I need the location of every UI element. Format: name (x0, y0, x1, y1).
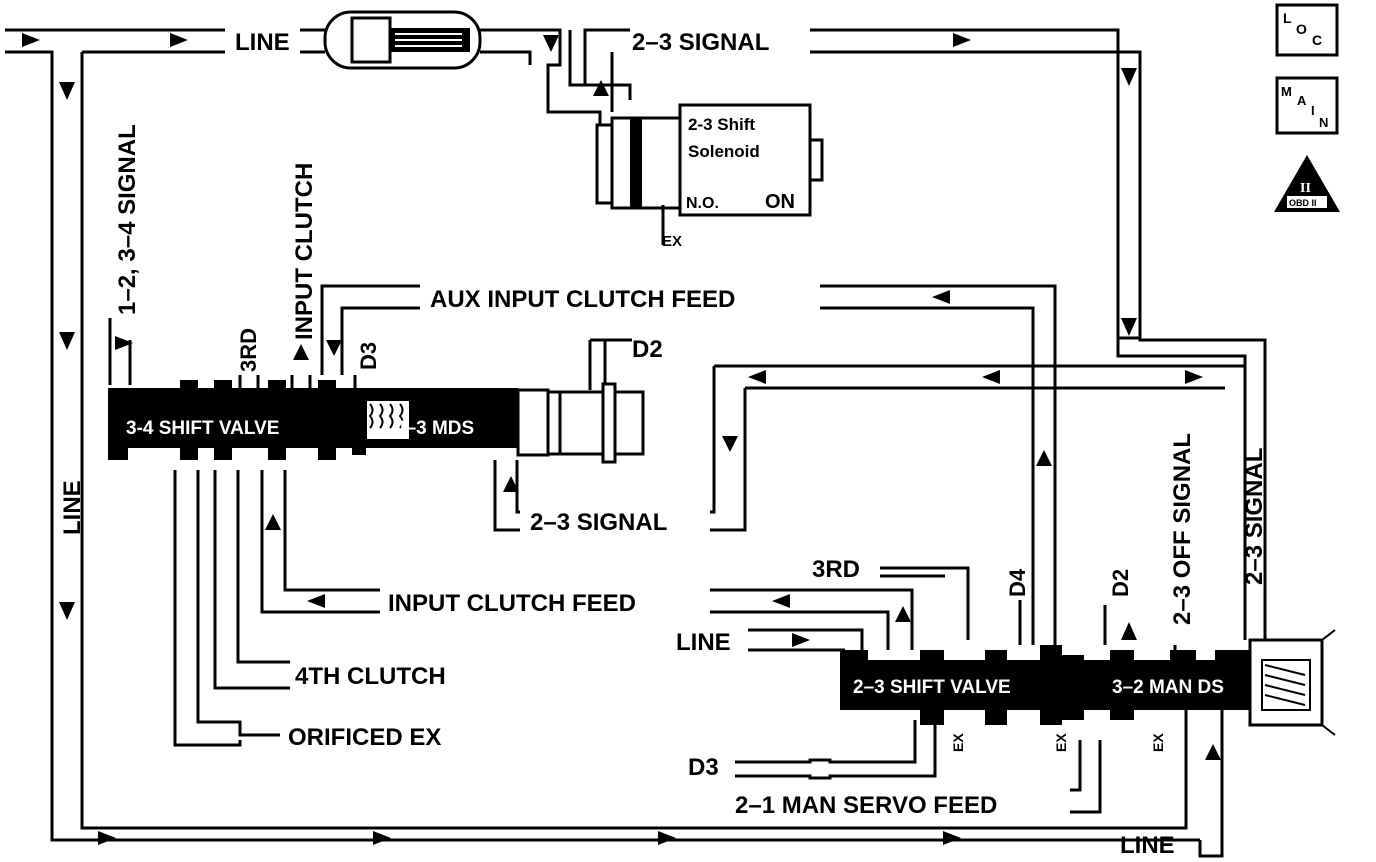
svg-text:M: M (1281, 84, 1292, 99)
d4-label: D4 (1005, 568, 1030, 597)
obd-badge: II OBD II (1274, 155, 1340, 212)
line-top-label: LINE (235, 29, 290, 56)
fourth-clutch-label: 4TH CLUTCH (295, 663, 446, 690)
valve-23-assembly: 2–3 SHIFT VALVE 3–2 MAN DS (840, 629, 1336, 736)
aux-feed-label: AUX INPUT CLUTCH FEED (430, 286, 735, 313)
man-ds-32-label: 3–2 MAN DS (1112, 677, 1224, 698)
filter-assembly (300, 10, 495, 70)
circuit-labels: LINE 2–3 SIGNAL AUX INPUT CLUTCH FEED D2… (59, 29, 1268, 859)
signal-23-mid-label: 2–3 SIGNAL (530, 509, 667, 536)
solenoid-on-label: ON (765, 191, 795, 213)
svg-text:I: I (1311, 103, 1315, 118)
third-left-label: 3RD (236, 328, 261, 372)
solenoid-title-line1: 2-3 Shift (688, 115, 755, 134)
third-right-label: 3RD (812, 556, 860, 583)
line-left-label: LINE (59, 480, 86, 535)
valve-34-assembly: 3-4 SHIFT VALVE 4–3 MDS (108, 380, 645, 464)
signal-23-top-label: 2–3 SIGNAL (632, 29, 769, 56)
flow-arrows (22, 33, 1221, 845)
svg-text:L: L (1283, 10, 1292, 26)
svg-text:O: O (1296, 21, 1307, 37)
loc-badge: L O C (1275, 3, 1339, 57)
d2-right-label: D2 (1108, 569, 1133, 597)
d2-top-label: D2 (632, 336, 663, 363)
svg-text:A: A (1297, 93, 1307, 108)
line-bottom-label: LINE (1120, 832, 1175, 859)
solenoid-title-line2: Solenoid (688, 142, 760, 161)
line-passages (5, 28, 1267, 858)
valve-34-label: 3-4 SHIFT VALVE (126, 418, 279, 439)
d3-bottom-label: D3 (688, 754, 719, 781)
svg-text:OBD II: OBD II (1289, 198, 1317, 208)
input-clutch-feed-label: INPUT CLUTCH FEED (388, 590, 636, 617)
svg-text:II: II (1300, 181, 1311, 196)
d3-left-label: D3 (356, 342, 381, 370)
svg-text:N: N (1319, 115, 1328, 130)
off-signal-label: 2–3 OFF SIGNAL (1169, 433, 1196, 625)
solenoid-ex-label: EX (662, 233, 682, 250)
ex2-label: EX (1053, 733, 1069, 752)
man-servo-label: 2–1 MAN SERVO FEED (735, 792, 997, 819)
solenoid-no-label: N.O. (686, 195, 719, 212)
ex3-label: EX (1150, 733, 1166, 752)
orificed-ex-label: ORIFICED EX (288, 724, 441, 751)
valve-23-label: 2–3 SHIFT VALVE (853, 677, 1011, 698)
shift-solenoid-23: 2-3 Shift Solenoid N.O. ON EX (595, 103, 824, 250)
input-clutch-vert-label: INPUT CLUTCH (291, 163, 318, 340)
ex1-label: EX (950, 733, 966, 752)
line-mid-label: LINE (676, 629, 731, 656)
signal-23-right-label: 2–3 SIGNAL (1241, 448, 1268, 585)
mds-43-label: 4–3 MDS (395, 418, 474, 439)
svg-text:C: C (1312, 32, 1322, 48)
main-badge: M A I N (1275, 76, 1339, 135)
signal-12-34-label: 1–2, 3–4 SIGNAL (114, 124, 141, 315)
